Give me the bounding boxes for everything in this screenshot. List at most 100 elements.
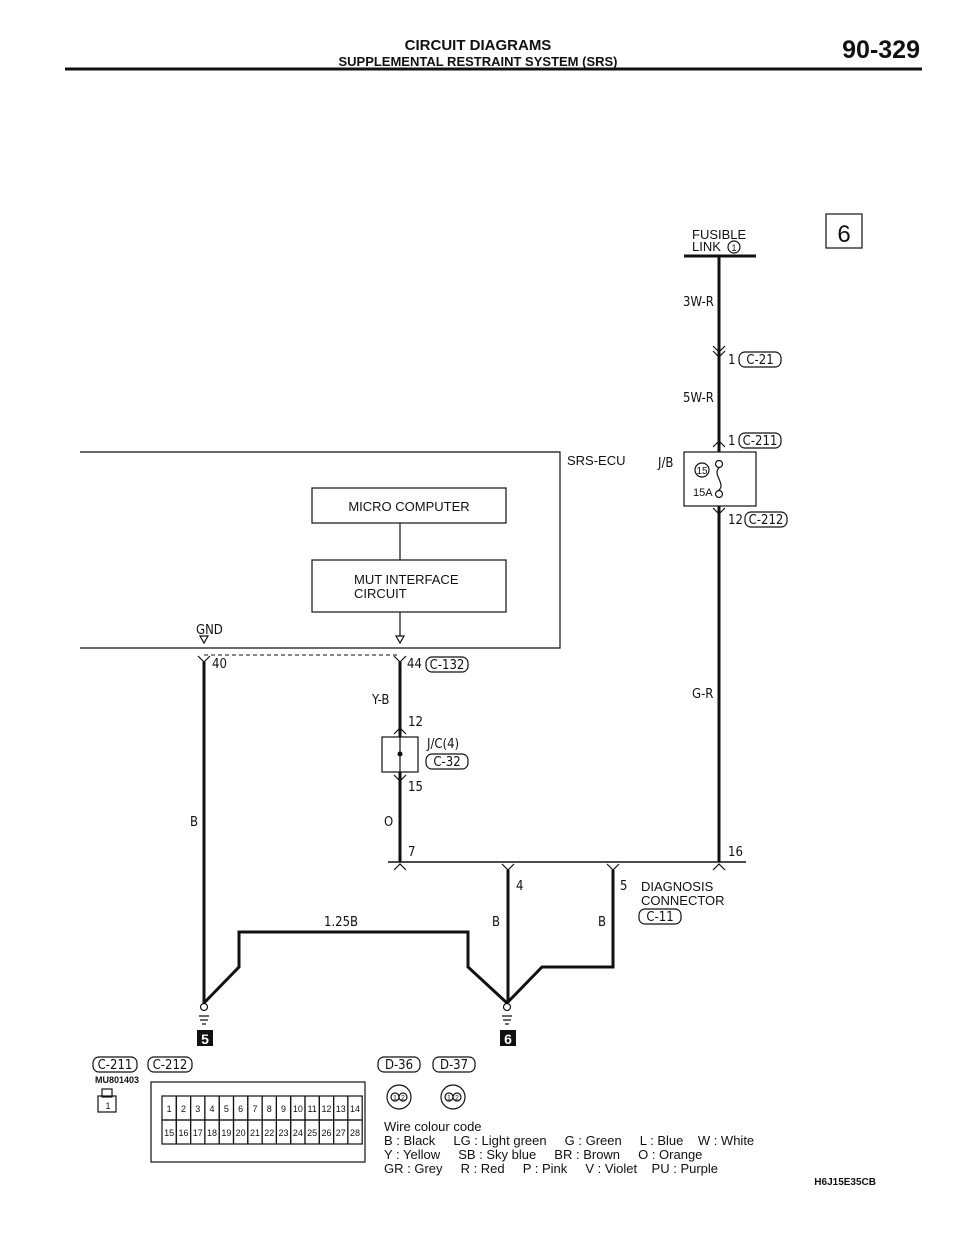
pin-label: 5 [620, 879, 627, 894]
connector-id: C-11 [646, 910, 673, 925]
ground-marker-5 [197, 1030, 213, 1046]
connector-tag-box [744, 511, 788, 528]
legend-row: Y : Yellow SB : Sky blue BR : Brown O : … [384, 1147, 702, 1162]
mut-interface-label2: CIRCUIT [354, 586, 407, 601]
c212-connector-shape [150, 1081, 366, 1163]
pin-number: 12 [321, 1104, 331, 1114]
wire-label: B [492, 915, 500, 930]
legend-row: GR : Grey R : Red P : Pink V : Violet PU… [384, 1161, 718, 1176]
connector-tag-box [738, 351, 782, 368]
pin-number: 1 [447, 1095, 451, 1102]
connector-tag-box [92, 1056, 138, 1073]
wire-label: B [598, 915, 606, 930]
connector-chevron-icon [712, 440, 726, 448]
pin-number: 15 [164, 1128, 174, 1138]
ground-marker-6 [500, 1030, 516, 1046]
pin-number: 1 [167, 1104, 172, 1114]
diagnosis-connector-label2: CONNECTOR [641, 893, 725, 908]
page-number: 90-329 [842, 36, 920, 64]
wire-label: G-R [692, 687, 713, 702]
connector-tag-box [432, 1056, 476, 1073]
pin-label: 44 [407, 657, 422, 672]
wire-label: B [190, 815, 198, 830]
pin-number: 2 [401, 1095, 405, 1102]
connector-id: D-37 [440, 1058, 468, 1073]
wire-label: 1.25B [324, 915, 358, 930]
d37-connector-shape: 1 2 [440, 1084, 466, 1110]
pin-number: 1 [105, 1101, 110, 1111]
fusible-link-label: FUSIBLE [692, 227, 747, 242]
pin-number: 20 [236, 1128, 246, 1138]
connector-tag-box [425, 753, 469, 770]
pin-number: 14 [350, 1104, 360, 1114]
mut-interface-box [311, 559, 507, 613]
fuse-terminal [714, 489, 724, 499]
fuse-rating: 15A [693, 487, 713, 499]
connector-id: C-212 [749, 513, 784, 528]
fusible-link-number-circle [727, 240, 741, 254]
connector-chevron-icon [197, 655, 407, 663]
pin-number: 26 [321, 1128, 331, 1138]
pin-number: 27 [336, 1128, 346, 1138]
connector-id: C-21 [746, 353, 773, 368]
connector-tag-box [738, 432, 782, 449]
d36-connector-shape: 1 2 [386, 1084, 412, 1110]
diagnosis-connector-label: DIAGNOSIS [641, 879, 714, 894]
pin-label: 4 [516, 879, 523, 894]
connector-chevron-icon [393, 727, 407, 735]
wire-label: O [384, 815, 393, 830]
connector-latch [101, 1088, 113, 1098]
connector-chevron-icon [712, 507, 726, 515]
pin-label: 15 [408, 780, 423, 795]
wire-b-5 [505, 870, 615, 1005]
pin-number: 9 [281, 1104, 286, 1114]
pin-label: 1 [728, 353, 735, 368]
legend-title: Wire colour code [384, 1119, 482, 1134]
gnd-label: GND [196, 623, 223, 638]
wire-label: Y-B [371, 693, 389, 708]
connector-id: C-211 [98, 1058, 133, 1073]
pin-label: 1 [728, 434, 735, 449]
pin-number: 1 [393, 1095, 397, 1102]
legend-row: B : Black LG : Light green G : Green L :… [384, 1133, 754, 1148]
pin-label: 12 [408, 715, 423, 730]
ground-number: 6 [504, 1031, 512, 1047]
pin-number: 17 [193, 1128, 203, 1138]
pin-label: 16 [728, 845, 743, 860]
connector-id: C-32 [433, 755, 460, 770]
wire-label: 5W-R [683, 391, 714, 406]
fuse-terminal [714, 459, 724, 469]
pin-number: 19 [221, 1128, 231, 1138]
terminal-triangle-icon [198, 635, 210, 645]
connector-chevron-icon [712, 345, 726, 358]
joint-dot [397, 751, 403, 757]
connector-tag-box [638, 908, 682, 925]
pin-number: 18 [207, 1128, 217, 1138]
terminal-triangle-icon [394, 635, 406, 645]
micro-computer-label: MICRO COMPUTER [348, 499, 469, 514]
connector-id: C-132 [430, 658, 465, 673]
fusible-link-number: 1 [731, 243, 736, 253]
pin-number: 2 [455, 1095, 459, 1102]
pin-number: 11 [307, 1104, 316, 1114]
fusible-link-label2: LINK [692, 239, 721, 254]
c211-connector-shape [97, 1095, 117, 1113]
junction-block-label: J/B [657, 456, 673, 471]
pin-number: 2 [181, 1104, 186, 1114]
connector-id: C-211 [743, 434, 778, 449]
fuse-number-circle [694, 462, 710, 478]
joint-connector-label: J/C(4) [426, 737, 459, 752]
pin-number: 8 [267, 1104, 272, 1114]
pin-number: 7 [252, 1104, 257, 1114]
fuse-icon [716, 467, 722, 491]
pin-number: 6 [238, 1104, 243, 1114]
header-title: CIRCUIT DIAGRAMS [405, 37, 552, 54]
connector-chevron-icon [393, 863, 726, 871]
connector-tag-box [425, 656, 469, 673]
pin-number: 25 [307, 1128, 317, 1138]
sheet-marker: 6 [837, 221, 850, 248]
wire-label: 3W-R [683, 295, 714, 310]
